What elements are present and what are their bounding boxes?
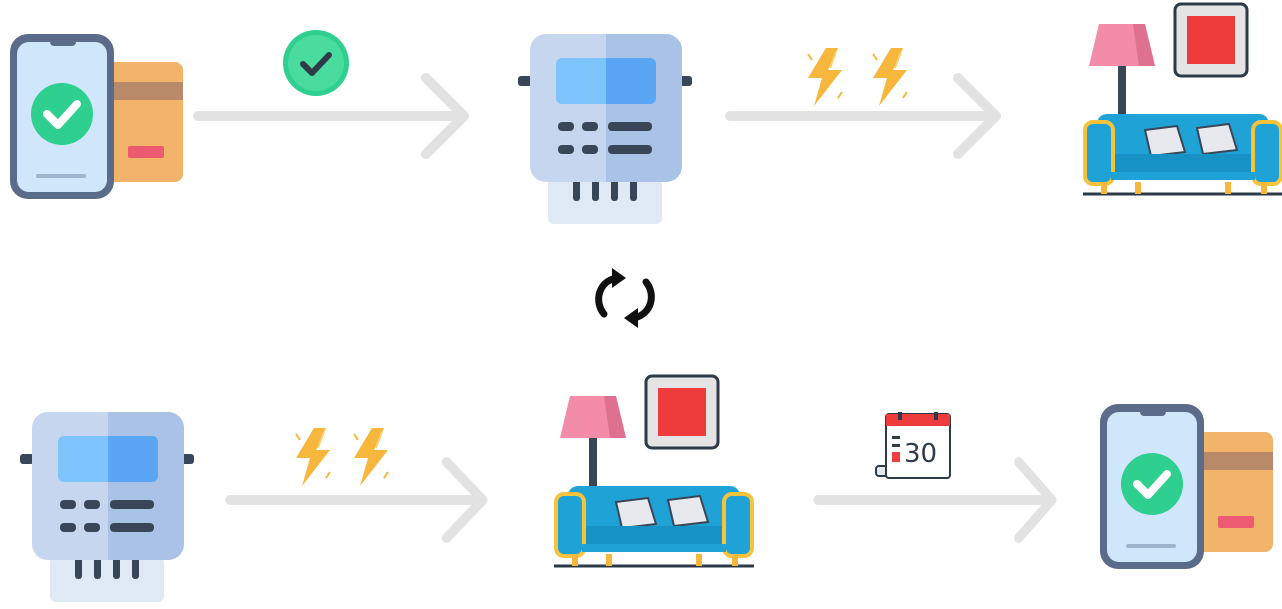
living-room-icon [556,376,752,570]
arrow-icon [730,76,1020,156]
arrow-icon [818,460,1058,540]
arrow-icon [198,76,468,156]
phone-payment-icon [1100,404,1275,569]
phone-payment-icon [10,34,180,199]
refresh-cycle-icon [590,266,660,330]
electricity-meter-icon [518,34,694,226]
electricity-meter-icon [20,412,196,604]
arrow-icon [230,460,490,540]
living-room-icon [1085,4,1281,198]
